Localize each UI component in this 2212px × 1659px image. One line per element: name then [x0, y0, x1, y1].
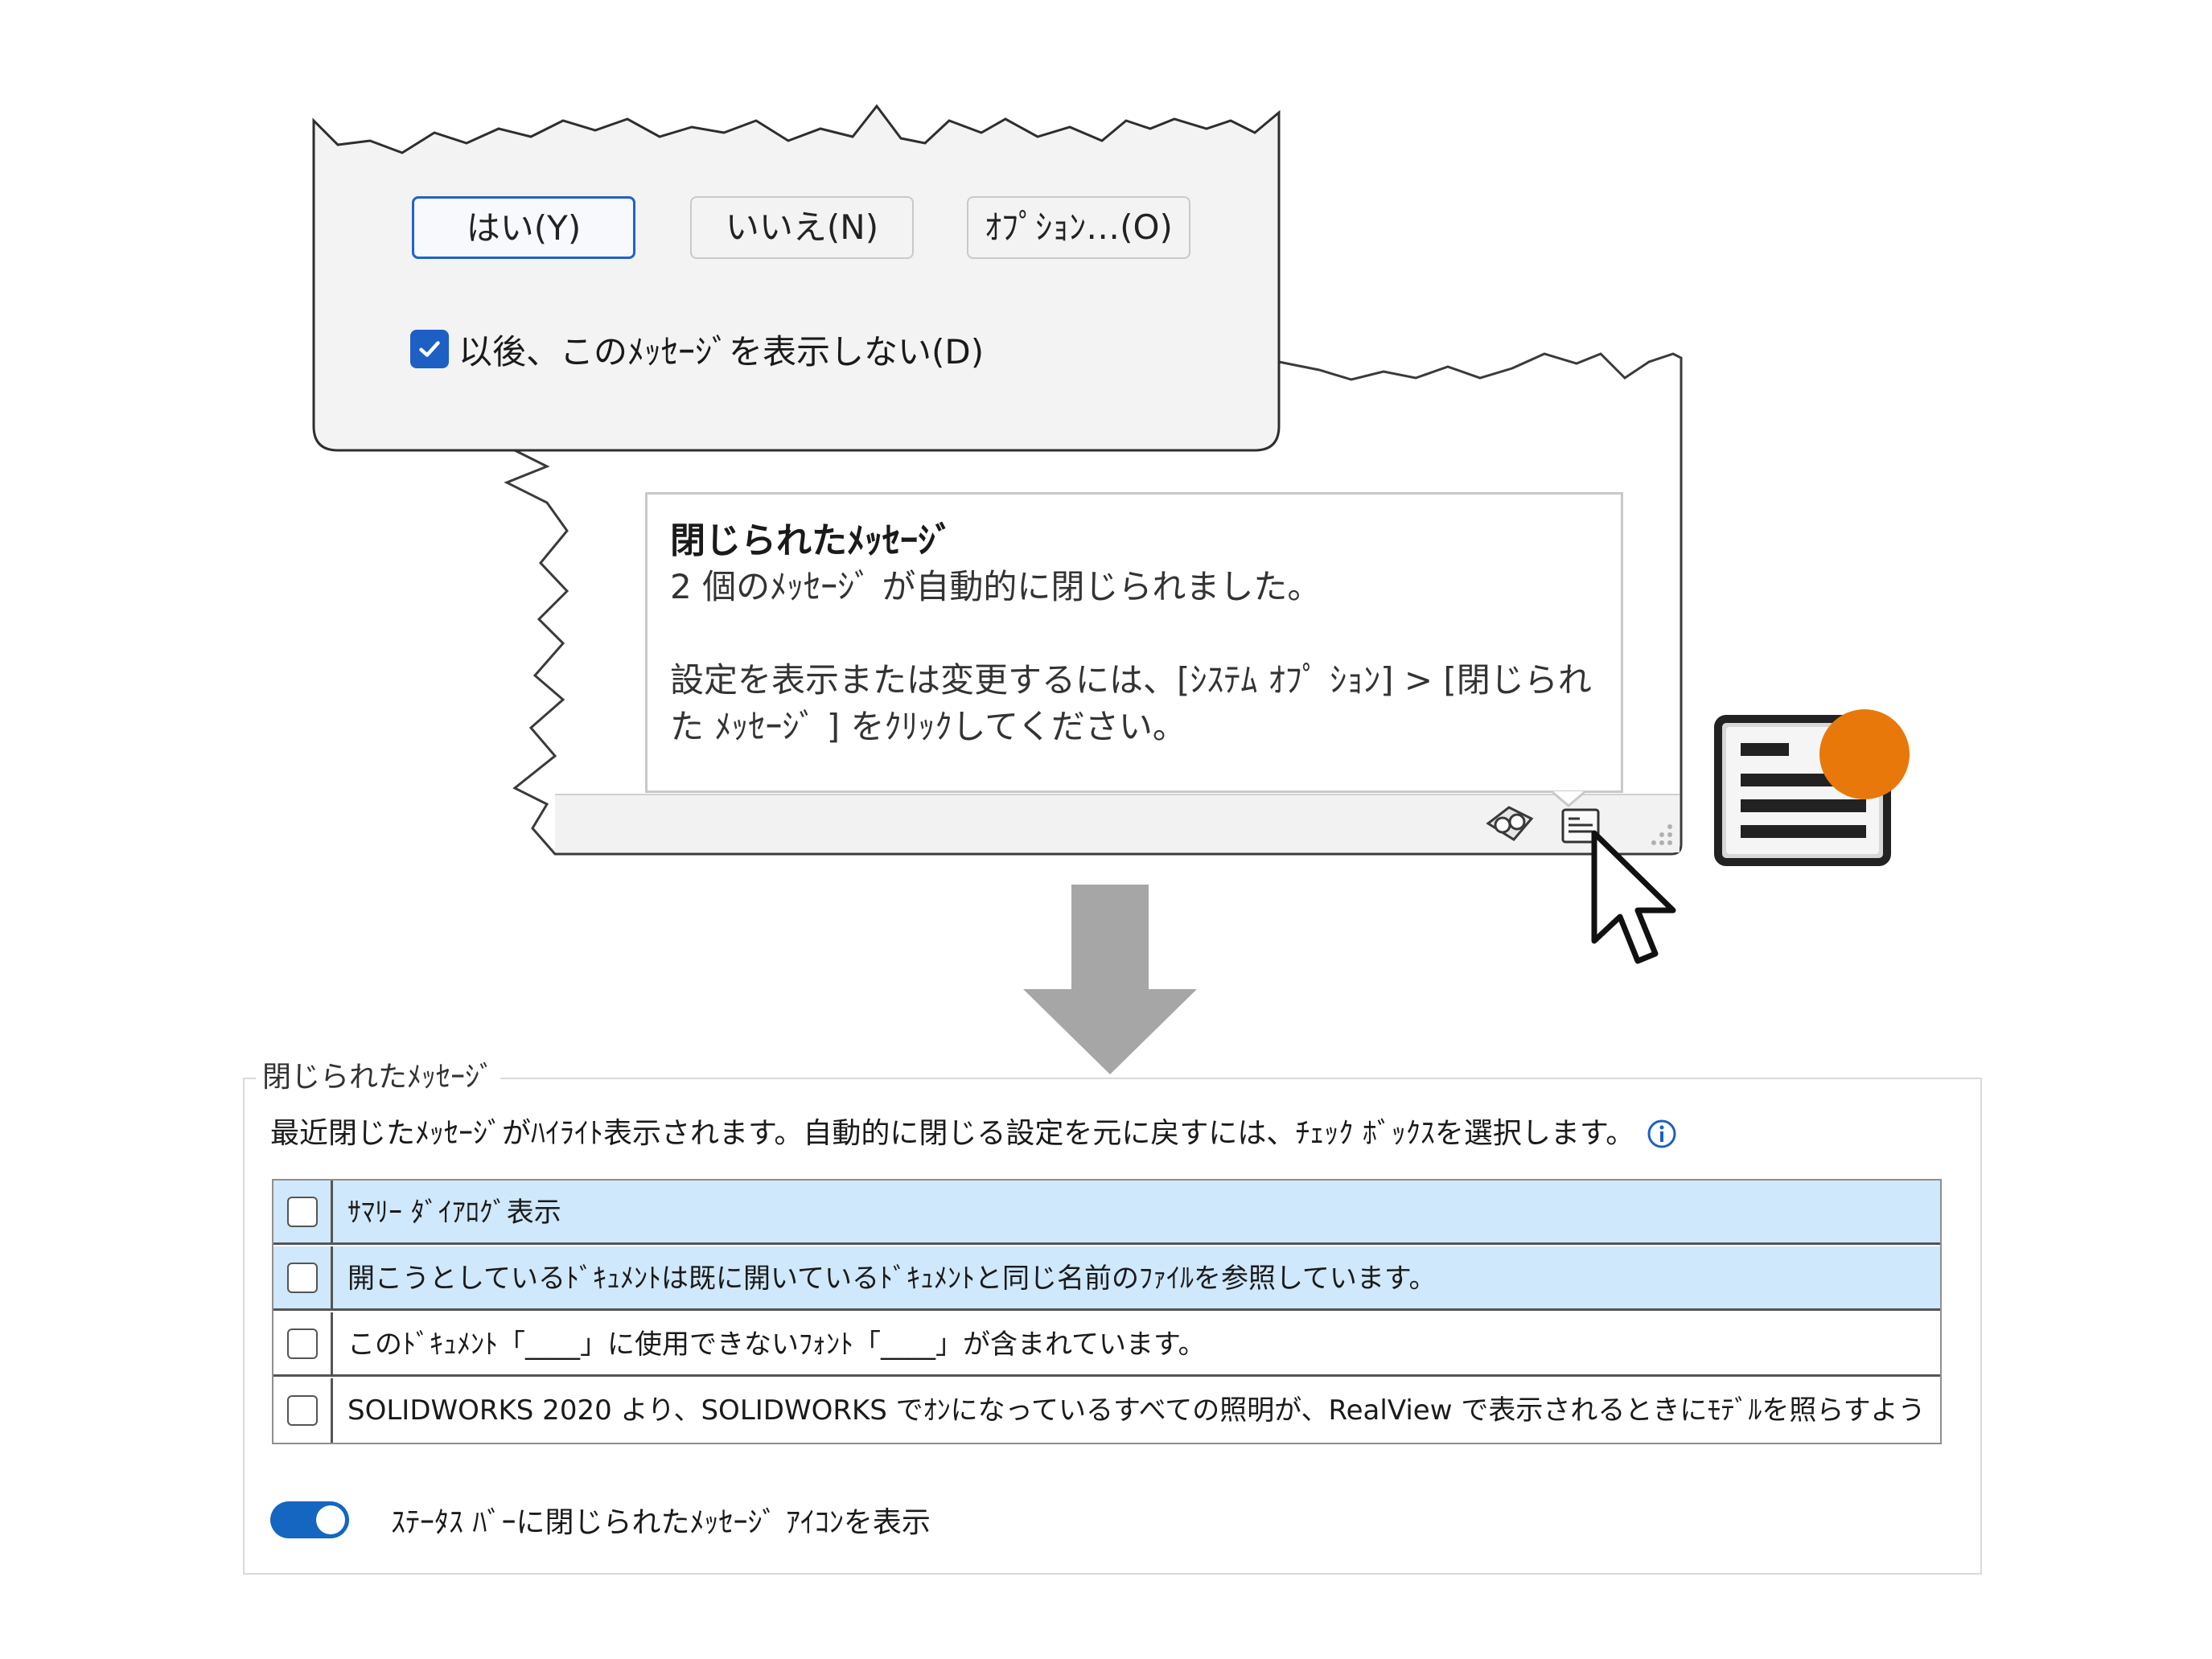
row-message-text: ｻﾏﾘｰ ﾀﾞｲｱﾛｸﾞ表示 [347, 1197, 561, 1229]
status-bar-icon-toggle-row: ｽﾃｰﾀｽ ﾊﾞｰに閉じられたﾒｯｾｰｼﾞ ｱｲｺﾝを表示 [270, 1488, 931, 1552]
notification-title: 閉じられたﾒｯｾｰｼﾞ [670, 520, 953, 561]
settings-description-row: 最近閉じたﾒｯｾｰｼﾞがﾊｲﾗｲﾄ表示されます。自動的に閉じる設定を元に戻すには… [270, 1113, 1678, 1155]
notification-message: 2 個のﾒｯｾｰｼﾞ が自動的に閉じられました。 [670, 567, 1322, 606]
options-button[interactable]: ｵﾌﾟｼｮﾝ…(O) [967, 196, 1190, 259]
row-message-text: このﾄﾞｷｭﾒﾝﾄ「____」に使用できないﾌｫﾝﾄ「____」が含まれています… [347, 1328, 1206, 1361]
checkmark-icon [419, 341, 440, 357]
dismissed-messages-settings-group [243, 1078, 1982, 1575]
row-message-text: SOLIDWORKS 2020 より、SOLIDWORKS でｵﾝになっているす… [347, 1394, 1924, 1427]
settings-description: 最近閉じたﾒｯｾｰｼﾞがﾊｲﾗｲﾄ表示されます。自動的に閉じる設定を元に戻すには… [270, 1117, 1635, 1150]
row-checkbox[interactable] [286, 1262, 318, 1293]
dismissed-messages-icon[interactable] [1560, 807, 1602, 846]
resize-grip-icon[interactable] [1646, 819, 1675, 848]
checkbox-cell [273, 1246, 333, 1308]
checkbox-cell [273, 1378, 333, 1443]
dismissed-messages-badge-icon [1714, 709, 1910, 866]
dismissed-messages-notification: 閉じられたﾒｯｾｰｼﾞ 2 個のﾒｯｾｰｼﾞ が自動的に閉じられました。 設定を… [645, 492, 1623, 793]
no-button[interactable]: いいえ(N) [690, 196, 914, 259]
table-row[interactable]: 開こうとしているﾄﾞｷｭﾒﾝﾄは既に開いているﾄﾞｷｭﾒﾝﾄと同じ名前のﾌｧｲﾙ… [273, 1246, 1940, 1311]
down-arrow-icon [1023, 885, 1197, 1074]
show-status-bar-icon-toggle[interactable] [270, 1501, 349, 1538]
notification-instructions: 設定を表示または変更するには、[ｼｽﾃﾑ ｵﾌﾟ ｼｮﾝ] > [閉じられた ﾒ… [670, 660, 1592, 746]
row-checkbox[interactable] [286, 1328, 318, 1359]
checkbox-cell [273, 1181, 333, 1242]
yes-button[interactable]: はい(Y) [412, 196, 635, 259]
row-checkbox[interactable] [286, 1395, 318, 1426]
row-message-text: 開こうとしているﾄﾞｷｭﾒﾝﾄは既に開いているﾄﾞｷｭﾒﾝﾄと同じ名前のﾌｧｲﾙ… [347, 1263, 1437, 1295]
dont-show-again-checkbox[interactable] [410, 330, 449, 368]
table-row[interactable]: このﾄﾞｷｭﾒﾝﾄ「____」に使用できないﾌｫﾝﾄ「____」が含まれています… [273, 1312, 1940, 1377]
dont-show-again-label: 以後、このﾒｯｾｰｼﾞを表示しない(D) [458, 331, 985, 372]
table-row[interactable]: ｻﾏﾘｰ ﾀﾞｲｱﾛｸﾞ表示 [273, 1181, 1940, 1245]
confirmation-dialog: はい(Y) いいえ(N) ｵﾌﾟｼｮﾝ…(O) 以後、このﾒｯｾｰｼﾞを表示しな… [310, 103, 1276, 457]
info-icon[interactable] [1646, 1118, 1678, 1150]
toggle-label: ｽﾃｰﾀｽ ﾊﾞｰに閉じられたﾒｯｾｰｼﾞ ｱｲｺﾝを表示 [391, 1506, 931, 1539]
checkbox-cell [273, 1312, 333, 1374]
glasses-icon[interactable] [1482, 799, 1538, 848]
notification-pointer [1552, 791, 1585, 807]
dismissed-messages-table: ｻﾏﾘｰ ﾀﾞｲｱﾛｸﾞ表示 開こうとしているﾄﾞｷｭﾒﾝﾄは既に開いているﾄﾞ… [272, 1179, 1942, 1444]
table-row[interactable]: SOLIDWORKS 2020 より、SOLIDWORKS でｵﾝになっているす… [273, 1378, 1940, 1443]
mouse-cursor-icon [1591, 830, 1676, 964]
toggle-knob [316, 1505, 345, 1534]
dont-show-again-row[interactable]: 以後、このﾒｯｾｰｼﾞを表示しない(D) [410, 326, 984, 372]
row-checkbox[interactable] [286, 1196, 318, 1227]
settings-group-title: 閉じられたﾒｯｾｰｼﾞ [256, 1058, 501, 1097]
